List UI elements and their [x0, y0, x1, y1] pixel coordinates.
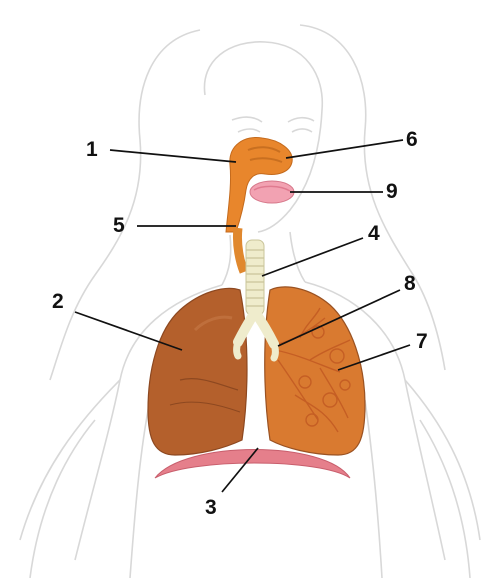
label-2: 2 — [52, 290, 64, 313]
face-eye-left — [238, 129, 260, 132]
face-eye-right — [292, 129, 312, 132]
label-4: 4 — [368, 222, 380, 245]
arm-left — [20, 380, 120, 578]
label-3: 3 — [205, 496, 217, 519]
leader-6 — [286, 140, 403, 158]
label-1: 1 — [86, 138, 98, 161]
label-7: 7 — [416, 330, 428, 353]
head-outline — [204, 42, 322, 232]
label-5: 5 — [113, 214, 125, 237]
label-9: 9 — [386, 180, 398, 203]
label-6: 6 — [406, 128, 418, 151]
label-8: 8 — [404, 272, 416, 295]
oral-cavity — [250, 181, 294, 203]
leader-1 — [110, 150, 236, 162]
torso-right — [365, 400, 382, 578]
leader-4 — [262, 238, 363, 276]
face-brow — [232, 117, 314, 122]
torso-left — [130, 400, 150, 578]
